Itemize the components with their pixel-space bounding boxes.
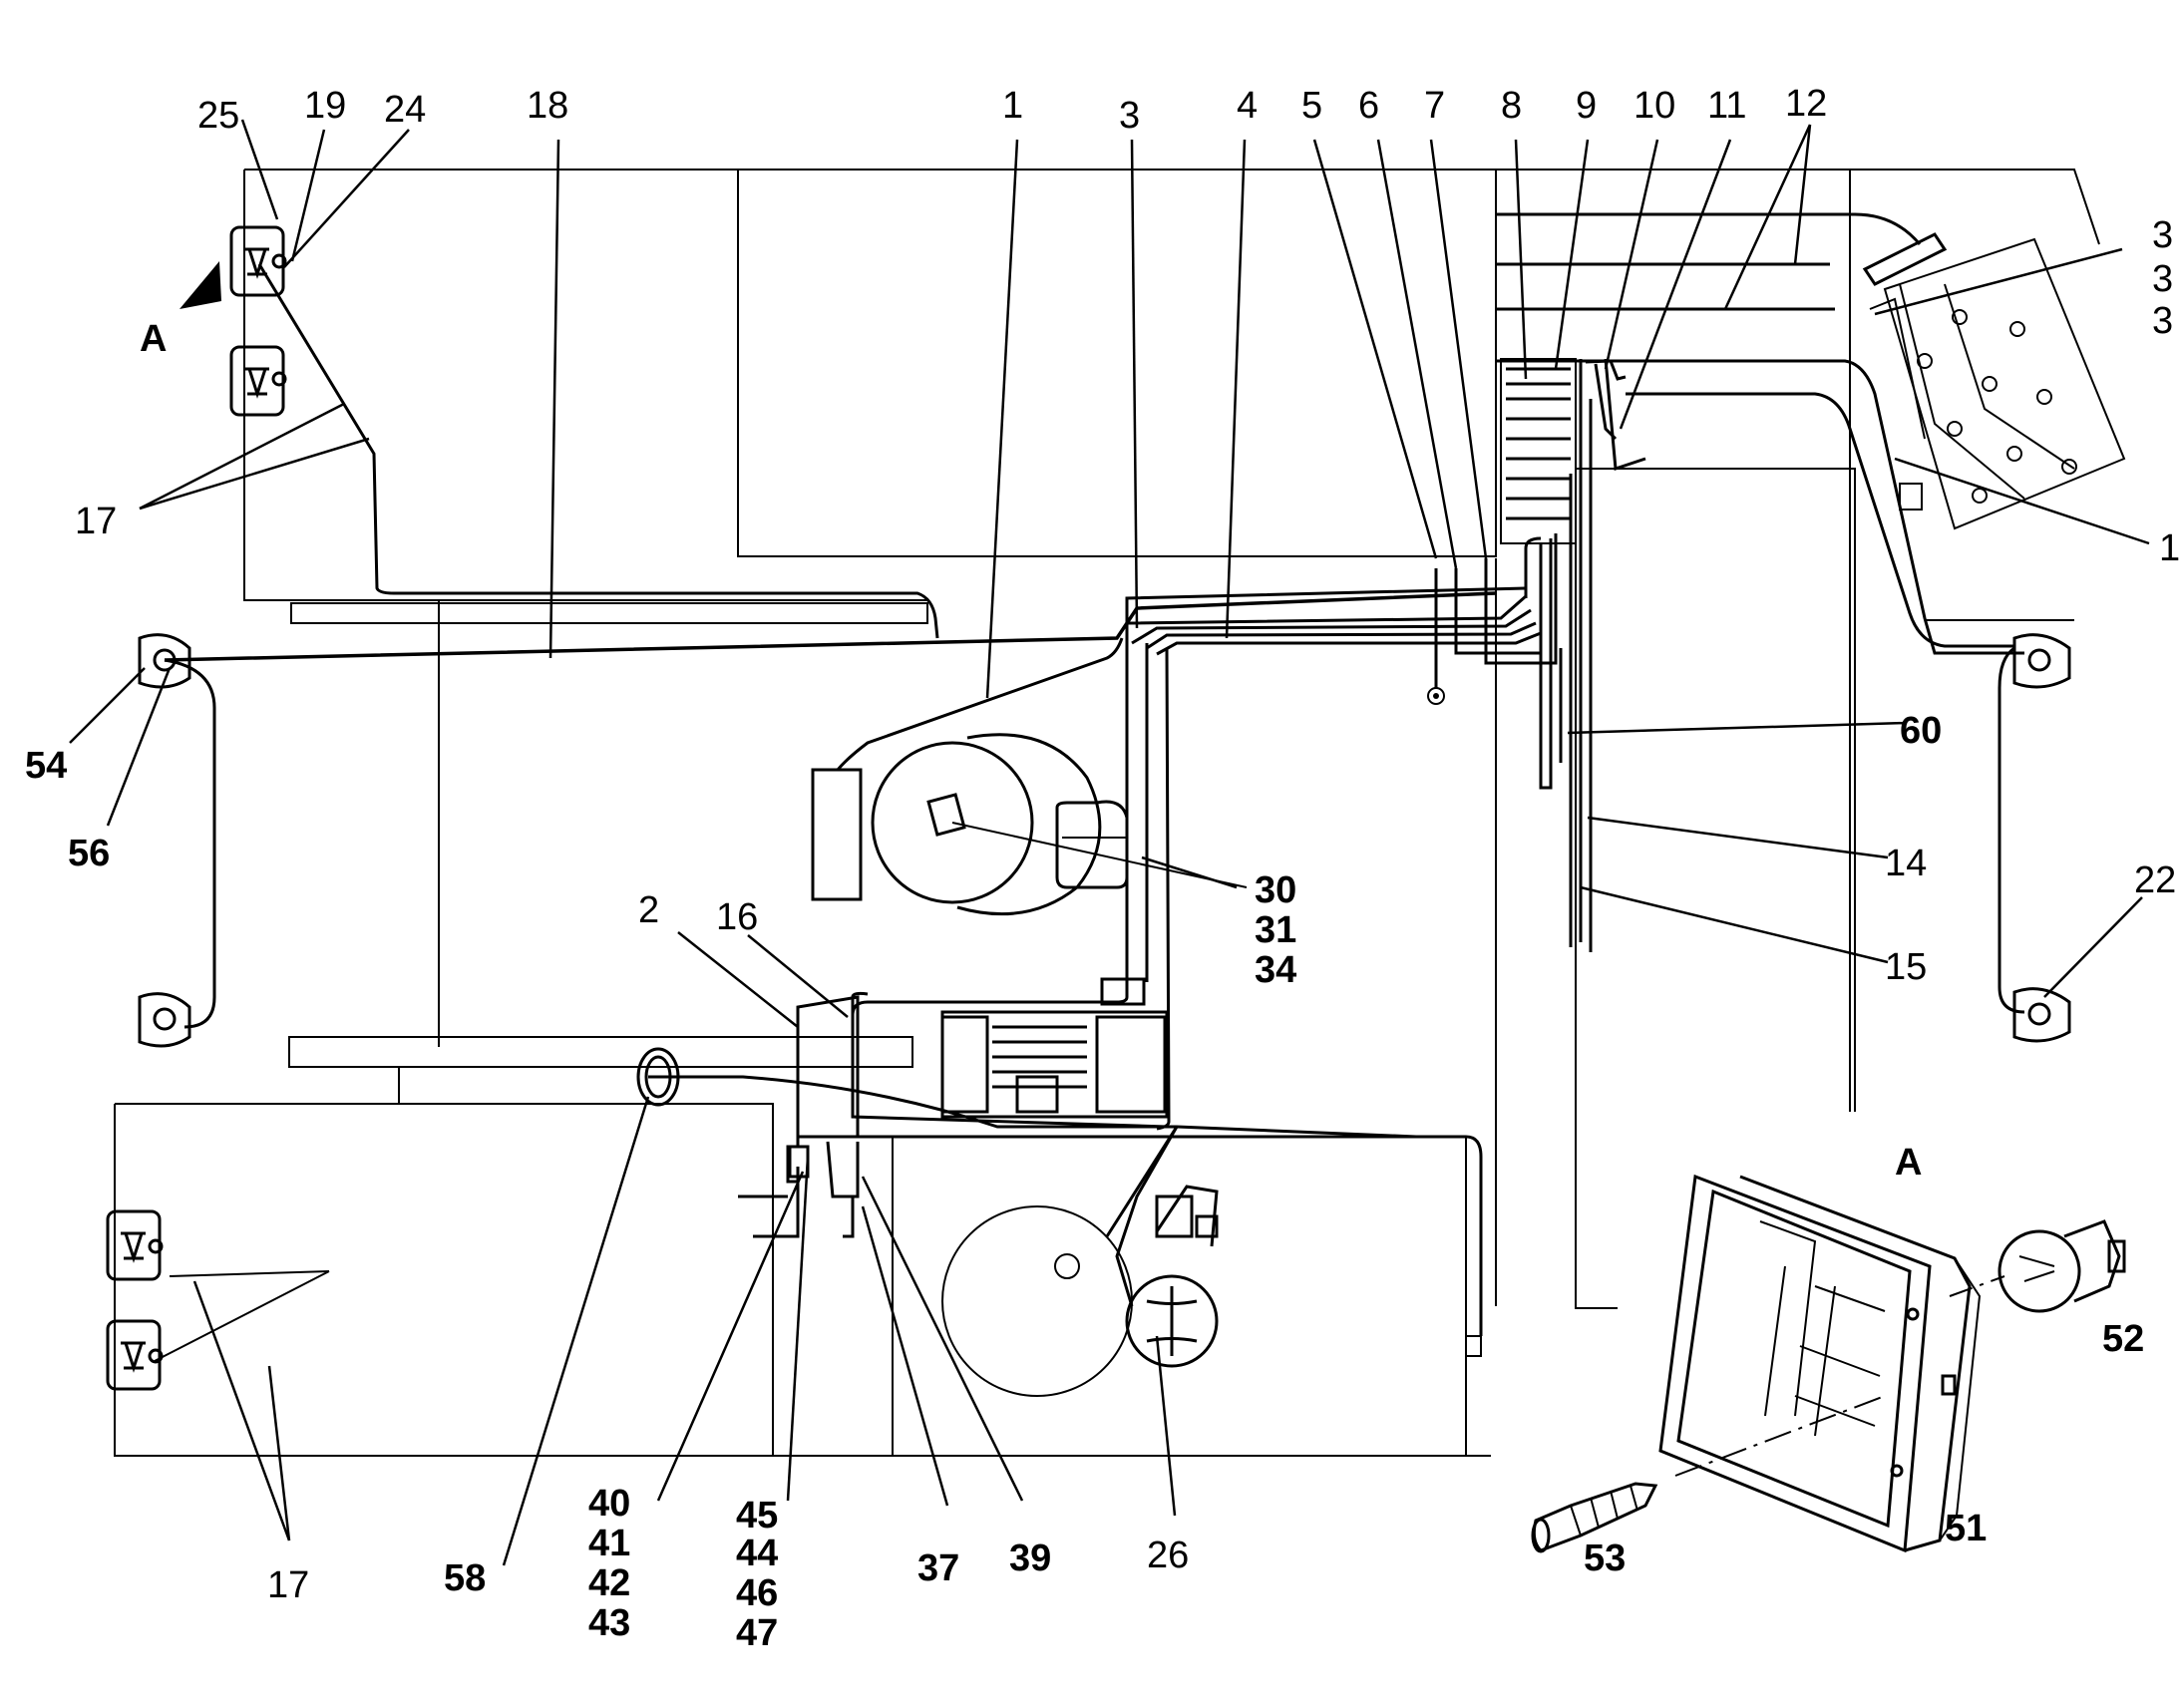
side-marker-left-upper — [138, 633, 191, 689]
callout-11: 11 — [1707, 85, 1746, 127]
callout-40: 40 — [588, 1483, 630, 1525]
leader-lines — [69, 119, 2150, 1566]
callout-43: 43 — [588, 1602, 630, 1644]
front-lamp-lower — [229, 345, 287, 417]
front-lamp-upper — [229, 225, 287, 297]
callout-5: 5 — [1301, 85, 1322, 127]
side-marker-right-upper — [2012, 633, 2071, 689]
rear-lamp-lower — [106, 1319, 164, 1391]
callout-37: 37 — [917, 1547, 959, 1589]
grommet — [636, 1047, 680, 1107]
callout-25: 25 — [197, 95, 239, 137]
callout-39: 39 — [1009, 1537, 1051, 1579]
callout-14: 14 — [1885, 843, 1927, 884]
callout-42: 42 — [588, 1562, 630, 1604]
cab-outline — [114, 169, 2100, 1457]
callout-12: 12 — [1785, 83, 1827, 125]
blower-motor — [871, 733, 1248, 916]
side-marker-left-lower — [138, 992, 191, 1048]
control-unit — [796, 977, 1169, 1139]
callout-r3a: 3 — [2152, 214, 2173, 256]
relay-box — [811, 637, 1124, 901]
view-letter: A — [140, 318, 167, 360]
callout-26: 26 — [1147, 1535, 1189, 1576]
callout-7: 7 — [1424, 85, 1445, 127]
callout-r1: 1 — [2159, 527, 2180, 569]
callout-r3c: 3 — [2152, 300, 2173, 342]
callout-6: 6 — [1358, 85, 1379, 127]
callout-16: 16 — [716, 896, 758, 938]
right-frame — [1496, 212, 2024, 655]
callout-22: 22 — [2134, 859, 2176, 901]
callout-4: 4 — [1237, 85, 1258, 127]
callout-24: 24 — [384, 89, 426, 131]
callout-3: 3 — [1119, 95, 1140, 137]
callout-51: 51 — [1945, 1508, 1987, 1549]
callout-2: 2 — [638, 889, 659, 931]
callout-labels: 25 19 24 18 1 3 4 5 6 7 8 9 10 11 12 3 3… — [25, 83, 2180, 1654]
callout-44: 44 — [736, 1533, 778, 1574]
callout-54: 54 — [25, 745, 67, 787]
callout-52: 52 — [2102, 1318, 2144, 1360]
rear-lamp-upper — [106, 1209, 164, 1281]
callout-r3b: 3 — [2152, 258, 2173, 300]
callout-34: 34 — [1255, 949, 1296, 991]
engine-harness — [648, 586, 1527, 1357]
callout-31: 31 — [1255, 909, 1296, 951]
callout-41: 41 — [588, 1523, 630, 1564]
lamp-wires — [154, 646, 2025, 1362]
switch-cluster — [738, 1137, 860, 1238]
side-marker-right-lower — [2012, 987, 2071, 1043]
callout-18: 18 — [527, 85, 568, 127]
fuse-panel — [1862, 232, 2126, 530]
headlamp-detail: A — [1531, 1142, 2126, 1553]
detail-letter: A — [1895, 1142, 1922, 1184]
callout-15: 15 — [1885, 946, 1927, 988]
callout-17-bottom: 17 — [267, 1564, 309, 1606]
callout-60: 60 — [1900, 710, 1942, 752]
callout-45: 45 — [736, 1495, 778, 1537]
callout-19: 19 — [304, 85, 346, 127]
callout-53: 53 — [1584, 1537, 1626, 1579]
callout-10: 10 — [1634, 85, 1675, 127]
callout-30: 30 — [1255, 869, 1296, 911]
callout-17-top: 17 — [75, 501, 117, 542]
callout-9: 9 — [1576, 85, 1597, 127]
callout-46: 46 — [736, 1572, 778, 1614]
reservoir — [941, 1185, 1219, 1397]
dashboard-grille — [1500, 358, 1577, 544]
callout-8: 8 — [1501, 85, 1522, 127]
main-harness — [164, 263, 1646, 1131]
view-arrow-a: A — [140, 261, 221, 360]
callout-58: 58 — [444, 1557, 486, 1599]
callout-56: 56 — [68, 833, 110, 874]
callout-47: 47 — [736, 1612, 778, 1654]
callout-1: 1 — [1002, 85, 1023, 127]
